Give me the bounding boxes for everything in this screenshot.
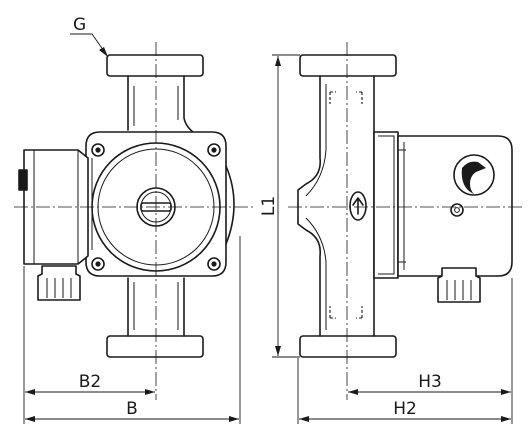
- indicator-light: [450, 203, 464, 217]
- side-top-flange: [299, 54, 397, 77]
- side-motor-box: [397, 135, 513, 277]
- side-bottom-flange: [299, 335, 397, 358]
- side-cable-gland: [437, 267, 481, 303]
- side-flow-arrow-oval: [349, 191, 367, 221]
- label-b: B: [126, 399, 138, 419]
- side-body-left-profile: [297, 75, 322, 337]
- label-g: G: [73, 15, 86, 35]
- side-view: [288, 42, 524, 400]
- front-housing-screws: [91, 143, 221, 271]
- front-cable-gland: [37, 265, 81, 301]
- front-terminal-knob: [18, 169, 28, 191]
- front-view: [14, 42, 256, 400]
- label-l1: L1: [259, 196, 279, 216]
- label-h2: H2: [393, 399, 417, 419]
- front-upper-pipe: [127, 75, 197, 135]
- front-top-flange: [106, 54, 204, 77]
- side-flow-arrow-icon: [352, 197, 364, 215]
- front-lower-pipe: [127, 277, 185, 337]
- speed-switch-knob: [453, 154, 495, 196]
- label-h3: H3: [418, 372, 442, 392]
- front-bottom-flange: [106, 335, 204, 358]
- label-b2: B2: [79, 372, 101, 392]
- dimensions: [23, 33, 513, 424]
